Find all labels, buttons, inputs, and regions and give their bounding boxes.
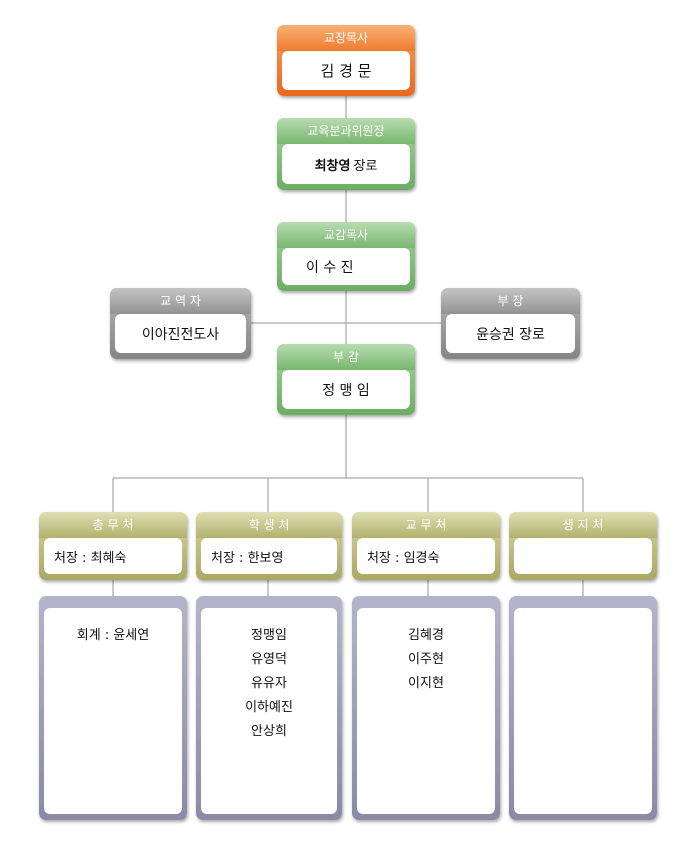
member-item: 이지현 bbox=[408, 676, 444, 691]
department-box-3: 교 무 처 처장 : 임경숙 bbox=[352, 512, 500, 580]
members-panel-4 bbox=[509, 596, 657, 820]
vice-principal-name: 이 수 진 bbox=[282, 248, 410, 285]
department-title-2: 학 생 처 bbox=[196, 512, 342, 538]
member-item: 안상희 bbox=[251, 724, 287, 739]
department-head-3: 처장 : 임경숙 bbox=[357, 538, 495, 574]
committee-chair-name: 최창영 bbox=[314, 158, 351, 174]
deputy-principal-title: 부 감 bbox=[277, 344, 415, 370]
deputy-head-box: 부 장 윤승권 장로 bbox=[441, 288, 580, 359]
chaplain-title: 교장목사 bbox=[277, 25, 415, 51]
vice-principal-box: 교감목사 이 수 진 bbox=[277, 222, 415, 291]
deputy-head-title: 부 장 bbox=[441, 288, 580, 314]
deputy-head-name: 윤승권 장로 bbox=[446, 314, 575, 353]
members-list-3: 김혜경 이주현 이지현 bbox=[357, 608, 495, 814]
department-title-1: 총 무 처 bbox=[39, 512, 187, 538]
chaplain-name: 김 경 문 bbox=[282, 51, 410, 90]
members-panel-3: 김혜경 이주현 이지현 bbox=[352, 596, 500, 820]
chaplain-box: 교장목사 김 경 문 bbox=[277, 25, 415, 96]
department-box-2: 학 생 처 처장 : 한보영 bbox=[196, 512, 342, 580]
committee-chair-body: 최창영 장로 bbox=[282, 144, 410, 184]
member-item: 유영덕 bbox=[251, 652, 287, 667]
minister-title: 교 역 자 bbox=[110, 288, 251, 314]
deputy-principal-name: 정 맹 임 bbox=[282, 370, 410, 409]
member-item: 이하예진 bbox=[245, 700, 293, 715]
members-panel-1: 회계 : 윤세연 bbox=[39, 596, 187, 820]
department-title-3: 교 무 처 bbox=[352, 512, 500, 538]
member-item: 유유자 bbox=[251, 676, 287, 691]
committee-chair-title: 교육분과위원장 bbox=[277, 118, 415, 144]
department-head-1: 처장 : 최혜숙 bbox=[44, 538, 182, 574]
members-list-4 bbox=[514, 608, 652, 814]
minister-box: 교 역 자 이아진전도사 bbox=[110, 288, 251, 359]
member-item: 정맹임 bbox=[251, 628, 287, 643]
department-title-4: 생 지 처 bbox=[509, 512, 657, 538]
department-box-1: 총 무 처 처장 : 최혜숙 bbox=[39, 512, 187, 580]
members-list-1: 회계 : 윤세연 bbox=[44, 608, 182, 814]
member-item: 회계 : 윤세연 bbox=[76, 628, 150, 643]
members-panel-2: 정맹임 유영덕 유유자 이하예진 안상희 bbox=[196, 596, 342, 820]
committee-chair-suffix: 장로 bbox=[353, 158, 378, 174]
members-list-2: 정맹임 유영덕 유유자 이하예진 안상희 bbox=[201, 608, 337, 814]
committee-chair-box: 교육분과위원장 최창영 장로 bbox=[277, 118, 415, 190]
deputy-principal-box: 부 감 정 맹 임 bbox=[277, 344, 415, 415]
minister-name: 이아진전도사 bbox=[115, 314, 246, 353]
member-item: 김혜경 bbox=[408, 628, 444, 643]
department-head-4 bbox=[514, 538, 652, 574]
vice-principal-title: 교감목사 bbox=[277, 222, 415, 248]
department-box-4: 생 지 처 bbox=[509, 512, 657, 580]
member-item: 이주현 bbox=[408, 652, 444, 667]
department-head-2: 처장 : 한보영 bbox=[201, 538, 337, 574]
